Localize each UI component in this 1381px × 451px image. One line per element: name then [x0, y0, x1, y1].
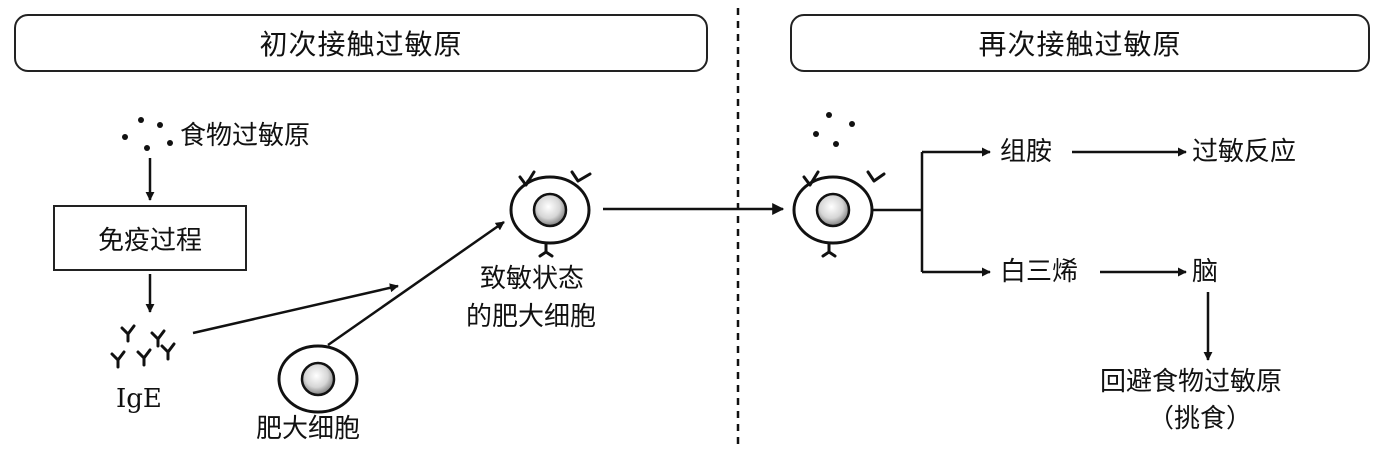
branch-connector	[873, 147, 991, 277]
arrow-mastcell-to-sensitized	[327, 220, 505, 347]
leukotriene-label: 白三烯	[1000, 257, 1079, 287]
sensitized-mast-cell-icon	[509, 170, 592, 258]
histamine-label: 组胺	[1000, 137, 1053, 167]
reexposed-mast-cell-icon	[792, 170, 886, 258]
mast-cell-label: 肥大细胞	[256, 414, 361, 444]
picky-eating-label: （挑食）	[1148, 404, 1253, 434]
brain-label: 脑	[1192, 257, 1219, 287]
avoid-allergen-label: 回避食物过敏原	[1100, 367, 1283, 397]
header-second-exposure: 再次接触过敏原	[790, 14, 1370, 72]
immune-process-box: 免疫过程	[53, 205, 247, 271]
mast-cell-icon	[277, 344, 359, 414]
allergen-label: 食物过敏原	[180, 121, 311, 151]
allergen-dots-icon	[122, 117, 173, 151]
ige-label: IgE	[116, 384, 162, 414]
arrow-ige-to-sensitized	[192, 283, 399, 335]
sensitized-mast-cell-label-line1: 致敏状态	[480, 264, 585, 294]
ige-antibodies-icon	[110, 324, 176, 369]
allergen-dots-right-icon	[813, 112, 855, 147]
header-first-exposure: 初次接触过敏原	[14, 14, 708, 72]
allergic-reaction-label: 过敏反应	[1192, 137, 1297, 167]
sensitized-mast-cell-label-line2: 的肥大细胞	[466, 302, 597, 332]
